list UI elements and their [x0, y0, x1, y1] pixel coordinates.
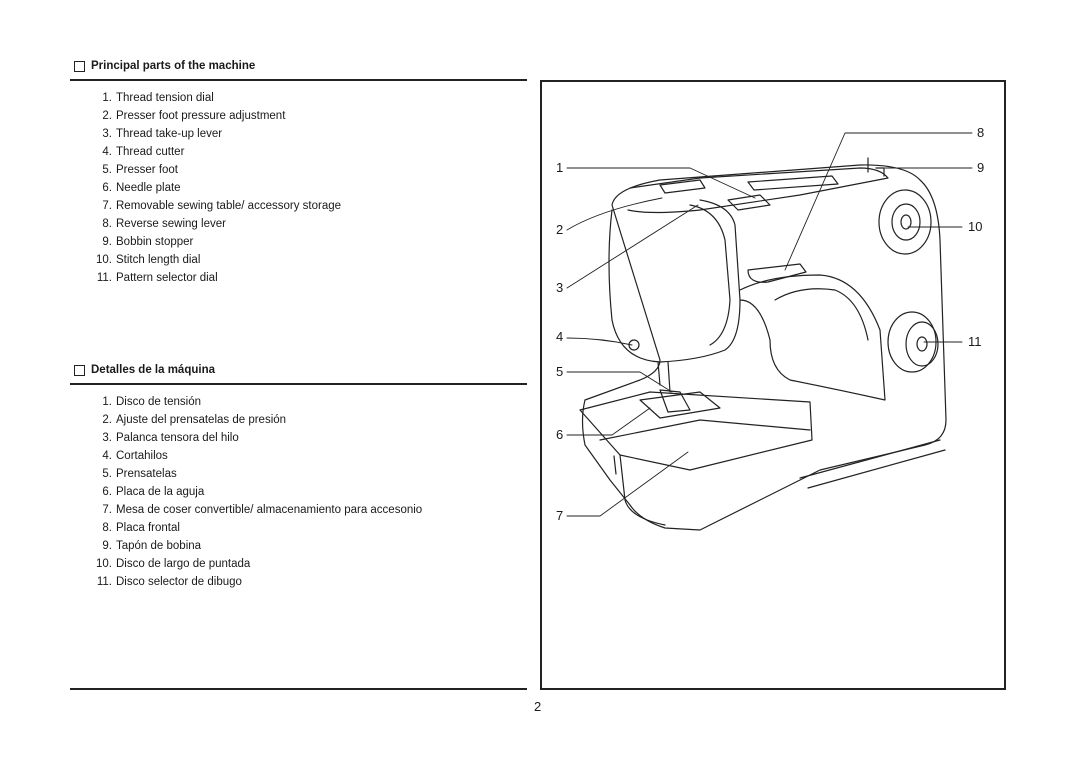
- callout-2: 2: [556, 222, 564, 237]
- list-item: 8.Placa frontal: [102, 522, 180, 534]
- list-item: 9.Bobbin stopper: [102, 236, 194, 248]
- stitch-length-dial-center: [900, 214, 912, 230]
- machine-body: [581, 164, 947, 531]
- list-item: 6.Needle plate: [102, 182, 181, 194]
- spanish-heading-text: Detalles de la máquina: [91, 364, 215, 376]
- leader-line-7: [566, 451, 689, 517]
- leader-line-5: [566, 371, 673, 393]
- english-heading-text: Principal parts of the machine: [91, 60, 256, 72]
- presser-foot: [659, 389, 691, 413]
- stitch-length-dial: [891, 203, 921, 241]
- list-item: 5.Presser foot: [102, 164, 178, 176]
- callout-11: 11: [968, 334, 982, 349]
- list-item: 3.Thread take-up lever: [102, 128, 223, 140]
- sewing-table-front: [599, 419, 811, 526]
- leader-line-3: [566, 204, 699, 289]
- leader-line-6: [566, 407, 651, 436]
- needle-plate: [639, 391, 721, 419]
- callout-6: 6: [556, 427, 564, 442]
- list-item: 10.Stitch length dial: [96, 254, 201, 266]
- list-item: 2.Presser foot pressure adjustment: [102, 110, 286, 122]
- leader-line-1: [566, 167, 756, 199]
- machine-arm: [739, 274, 886, 401]
- stitch-length-dial-outer: [878, 189, 932, 255]
- top-cover: [627, 167, 889, 214]
- list-item: 5.Prensatelas: [102, 468, 177, 480]
- pattern-selector-dial: [905, 321, 939, 367]
- callout-1: 1: [556, 160, 564, 175]
- list-item: 11.Pattern selector dial: [96, 272, 218, 284]
- callout-4: 4: [556, 329, 564, 344]
- list-item: 7.Mesa de coser convertible/ almacenamie…: [102, 504, 423, 516]
- list-item: 2.Ajuste del prensatelas de presión: [102, 414, 287, 426]
- callout-5: 5: [556, 364, 564, 379]
- bobbin-stopper: [867, 157, 885, 177]
- list-item: 4.Thread cutter: [102, 146, 185, 158]
- take-up-lever: [659, 179, 706, 194]
- spanish-parts-list: 1.Disco de tensión 2.Ajuste del prensate…: [88, 393, 422, 591]
- pattern-selector-dial-center: [916, 336, 928, 352]
- bottom-rule: [70, 688, 527, 690]
- callout-8: 8: [977, 125, 985, 140]
- needle-bar: [657, 361, 671, 393]
- page-number: 2: [534, 699, 542, 714]
- leader-line-8: [784, 132, 973, 271]
- list-item: 11.Disco selector de dibugo: [96, 576, 242, 588]
- callout-3: 3: [556, 280, 564, 295]
- thread-cutter: [628, 339, 640, 351]
- english-heading: Principal parts of the machine: [74, 60, 255, 72]
- thread-tension-dial: [727, 194, 771, 211]
- machine-base: [799, 439, 946, 489]
- english-heading-rule: [70, 79, 527, 81]
- leader-line-4: [566, 337, 633, 346]
- list-item: 3.Palanca tensora del hilo: [102, 432, 239, 444]
- spanish-heading-rule: [70, 383, 527, 385]
- callout-7: 7: [556, 508, 564, 523]
- callout-10: 10: [968, 219, 983, 234]
- checkbox-square-icon: [74, 364, 85, 376]
- diagram-frame: [540, 80, 1006, 690]
- top-slot: [747, 175, 839, 191]
- list-item: 4.Cortahilos: [102, 450, 168, 462]
- english-parts-list: 1.Thread tension dial 2.Presser foot pre…: [88, 89, 341, 287]
- spanish-heading: Detalles de la máquina: [74, 364, 215, 376]
- list-item: 10.Disco de largo de puntada: [96, 558, 251, 570]
- list-item: 9.Tapón de bobina: [102, 540, 202, 552]
- arm-throat-inner: [774, 288, 869, 341]
- leader-line-2: [566, 197, 663, 231]
- leader-lines: [566, 132, 973, 517]
- table-handle: [613, 455, 617, 475]
- machine-head: [608, 199, 741, 363]
- list-item: 7.Removable sewing table/ accessory stor…: [102, 200, 342, 212]
- reverse-lever: [747, 263, 807, 283]
- checkbox-square-icon: [74, 60, 85, 72]
- list-item: 6.Placa de la aguja: [102, 486, 205, 498]
- list-item: 8.Reverse sewing lever: [102, 218, 226, 230]
- callout-9: 9: [977, 160, 985, 175]
- list-item: 1.Disco de tensión: [102, 396, 202, 408]
- head-face: [689, 204, 731, 346]
- list-item: 1.Thread tension dial: [102, 92, 214, 104]
